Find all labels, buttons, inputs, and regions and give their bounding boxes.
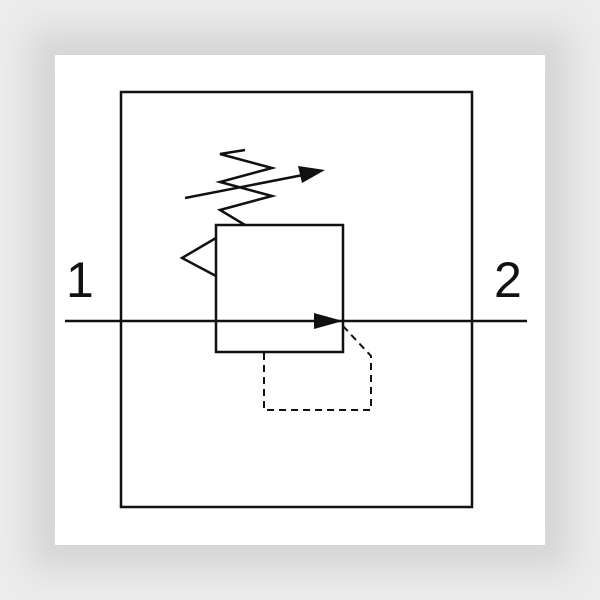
pilot-feedback-line (263, 325, 372, 411)
pilot-relief-triangle (179, 236, 217, 278)
port-label-outlet: 2 (494, 252, 522, 308)
port-label-inlet: 1 (66, 252, 94, 308)
flow-arrow (314, 313, 343, 329)
adjustment-arrow-head (298, 166, 325, 183)
valve-body (214, 223, 345, 354)
adjustment-arrow-line (184, 173, 304, 200)
outer-housing (119, 90, 474, 509)
adjustable-spring (215, 148, 277, 227)
symbol-card (55, 55, 545, 545)
